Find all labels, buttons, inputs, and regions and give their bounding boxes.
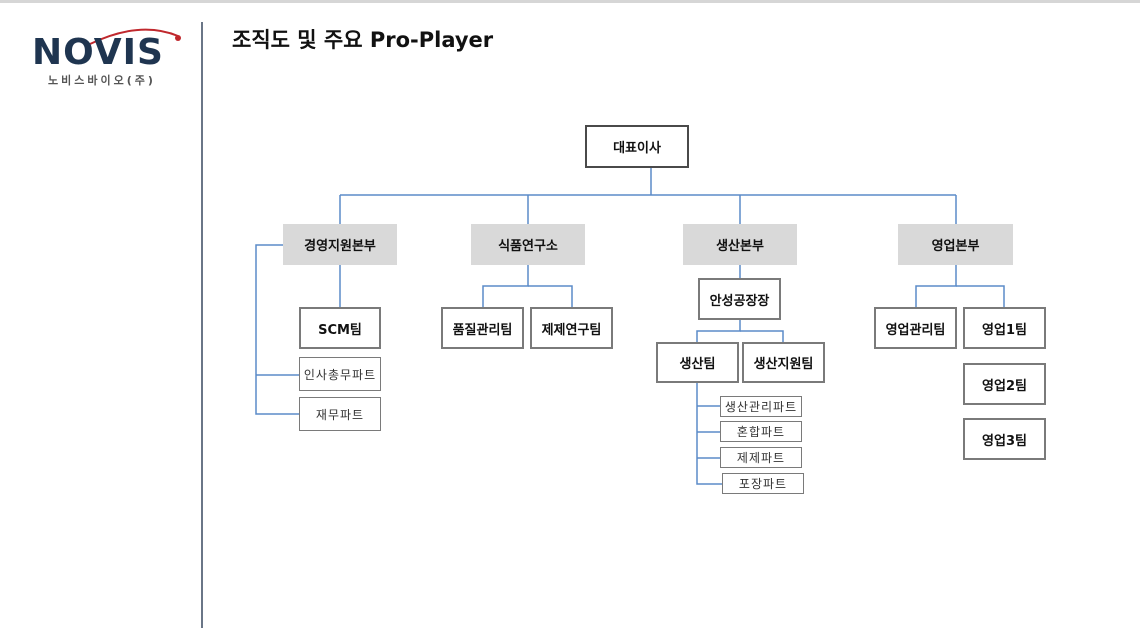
- connector-lab-2: [528, 285, 573, 307]
- org-box-division: 식품연구소: [471, 224, 585, 265]
- connector-prod-2: [740, 330, 784, 342]
- connector-mgmt-side: [255, 244, 299, 415]
- org-box-team: 영업관리팀: [874, 307, 957, 349]
- org-box-division: 생산본부: [683, 224, 797, 265]
- org-box-part: 생산관리파트: [720, 396, 802, 417]
- org-box-division: 영업본부: [898, 224, 1013, 265]
- org-box-team: SCM팀: [299, 307, 381, 349]
- connector-prod: [696, 320, 741, 342]
- org-box-ceo: 대표이사: [585, 125, 689, 168]
- org-box-team: 품질관리팀: [441, 307, 524, 349]
- vertical-divider: [201, 22, 203, 628]
- org-box-part: 인사총무파트: [299, 357, 381, 391]
- org-box-team: 영업2팀: [963, 363, 1046, 405]
- org-box-plant: 안성공장장: [698, 278, 781, 320]
- company-logo: NOVIS 노비스바이오(주): [30, 22, 190, 92]
- org-box-division: 경영지원본부: [283, 224, 397, 265]
- org-box-team: 영업3팀: [963, 418, 1046, 460]
- org-box-team: 제제연구팀: [530, 307, 613, 349]
- connector-lab: [482, 265, 529, 307]
- page-title: 조직도 및 주요 Pro-Player: [232, 28, 494, 52]
- org-box-team: 생산지원팀: [742, 342, 825, 383]
- org-box-part: 혼합파트: [720, 421, 802, 442]
- connector-sales: [915, 265, 957, 307]
- top-border: [0, 0, 1140, 3]
- org-box-part: 재무파트: [299, 397, 381, 431]
- org-box-team: 생산팀: [656, 342, 739, 383]
- logo-brand: NOVIS: [32, 32, 164, 73]
- org-box-part: 제제파트: [720, 447, 802, 468]
- logo-subtitle: 노비스바이오(주): [48, 74, 156, 87]
- org-box-part: 포장파트: [722, 473, 804, 494]
- connector-sales-2: [956, 285, 1005, 307]
- org-box-team: 영업1팀: [963, 307, 1046, 349]
- logo-arc-icon: [89, 28, 181, 45]
- connector-prod-parts: [696, 383, 722, 485]
